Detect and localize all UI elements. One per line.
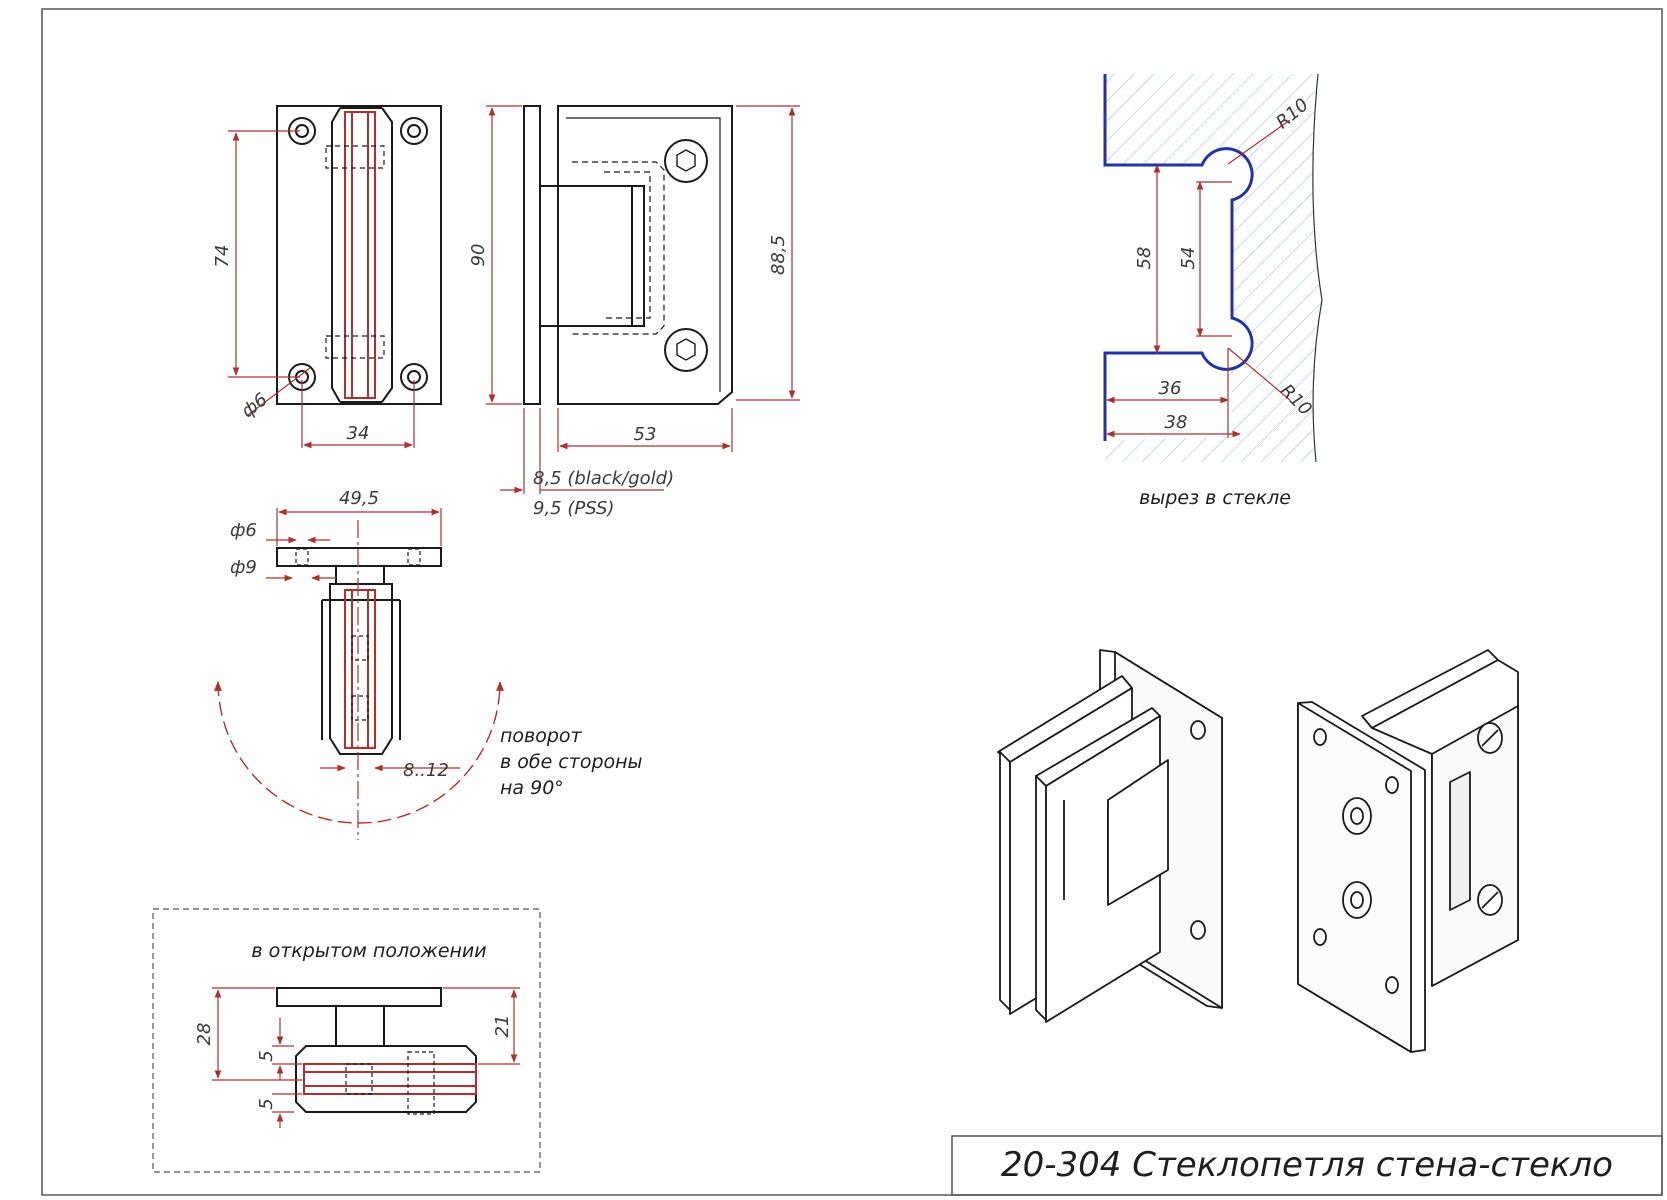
side-wall-plate — [523, 105, 541, 405]
front-view — [276, 105, 442, 405]
rotation-arc — [214, 681, 504, 824]
open-position-caption: в открытом положении — [251, 940, 486, 962]
side-hinge-body — [557, 105, 733, 405]
hex-screws — [664, 139, 708, 372]
glass-cutout-outline — [1103, 74, 1254, 441]
rotation-note-line-3: на 90° — [500, 777, 564, 799]
dim-54: 54 — [1178, 247, 1199, 270]
dim-74: 74 — [212, 245, 233, 268]
dim-38: 38 — [1165, 412, 1188, 433]
dim-34: 34 — [347, 423, 370, 444]
drawing-frame — [41, 8, 1663, 1196]
title-block — [951, 1135, 1663, 1196]
side-view-dimensions — [486, 105, 800, 494]
open-position-dimensions — [212, 987, 520, 1128]
dim-53: 53 — [634, 424, 657, 445]
hinge-body-outline — [331, 107, 393, 403]
dim-21: 21 — [492, 1015, 513, 1038]
top-hinge-body — [329, 583, 393, 755]
dim-phi9-top: ф9 — [230, 557, 257, 578]
dim-black-gold: 8,5 (black/gold) — [533, 468, 674, 489]
open-position-view — [276, 987, 477, 1115]
glass-cutout-caption: вырез в стекле — [1139, 487, 1291, 509]
dim-36: 36 — [1159, 378, 1182, 399]
drawing-title: 20-304 Стеклопетля стена-стекло — [1001, 1145, 1613, 1185]
dim-phi6-top: ф6 — [230, 520, 257, 541]
mounting-holes — [288, 117, 428, 391]
isometric-view-right — [1297, 649, 1519, 1053]
dim-phi6-front: ф6 — [238, 389, 272, 422]
front-view-dimensions — [228, 130, 415, 449]
isometric-view-left — [997, 649, 1223, 1023]
dim-58: 58 — [1134, 247, 1155, 270]
dim-88-5: 88,5 — [768, 235, 789, 275]
wall-plate-outline — [276, 105, 442, 405]
glass-slot — [344, 111, 376, 399]
hinge-axis-block — [539, 185, 645, 327]
dim-5-upper: 5 — [256, 1050, 277, 1061]
dim-5-lower: 5 — [256, 1098, 277, 1109]
dim-28: 28 — [194, 1023, 215, 1046]
rotation-note-line-1: поворот — [500, 725, 583, 747]
glass-hatched-area — [1105, 74, 1322, 462]
dim-glass-thickness: 8..12 — [403, 760, 449, 781]
top-view-dimensions — [214, 508, 504, 840]
open-position-box — [152, 908, 541, 1173]
dim-49-5: 49,5 — [339, 488, 379, 509]
dim-pss: 9,5 (PSS) — [533, 498, 614, 519]
glass-cutout-view — [1103, 73, 1323, 463]
top-view — [276, 547, 442, 755]
rotation-note-line-2: в обе стороны — [500, 751, 643, 773]
top-wall-plate — [276, 547, 442, 567]
dim-90: 90 — [468, 244, 489, 267]
glass-cutout-dimensions — [1106, 119, 1291, 438]
side-view — [523, 105, 733, 405]
